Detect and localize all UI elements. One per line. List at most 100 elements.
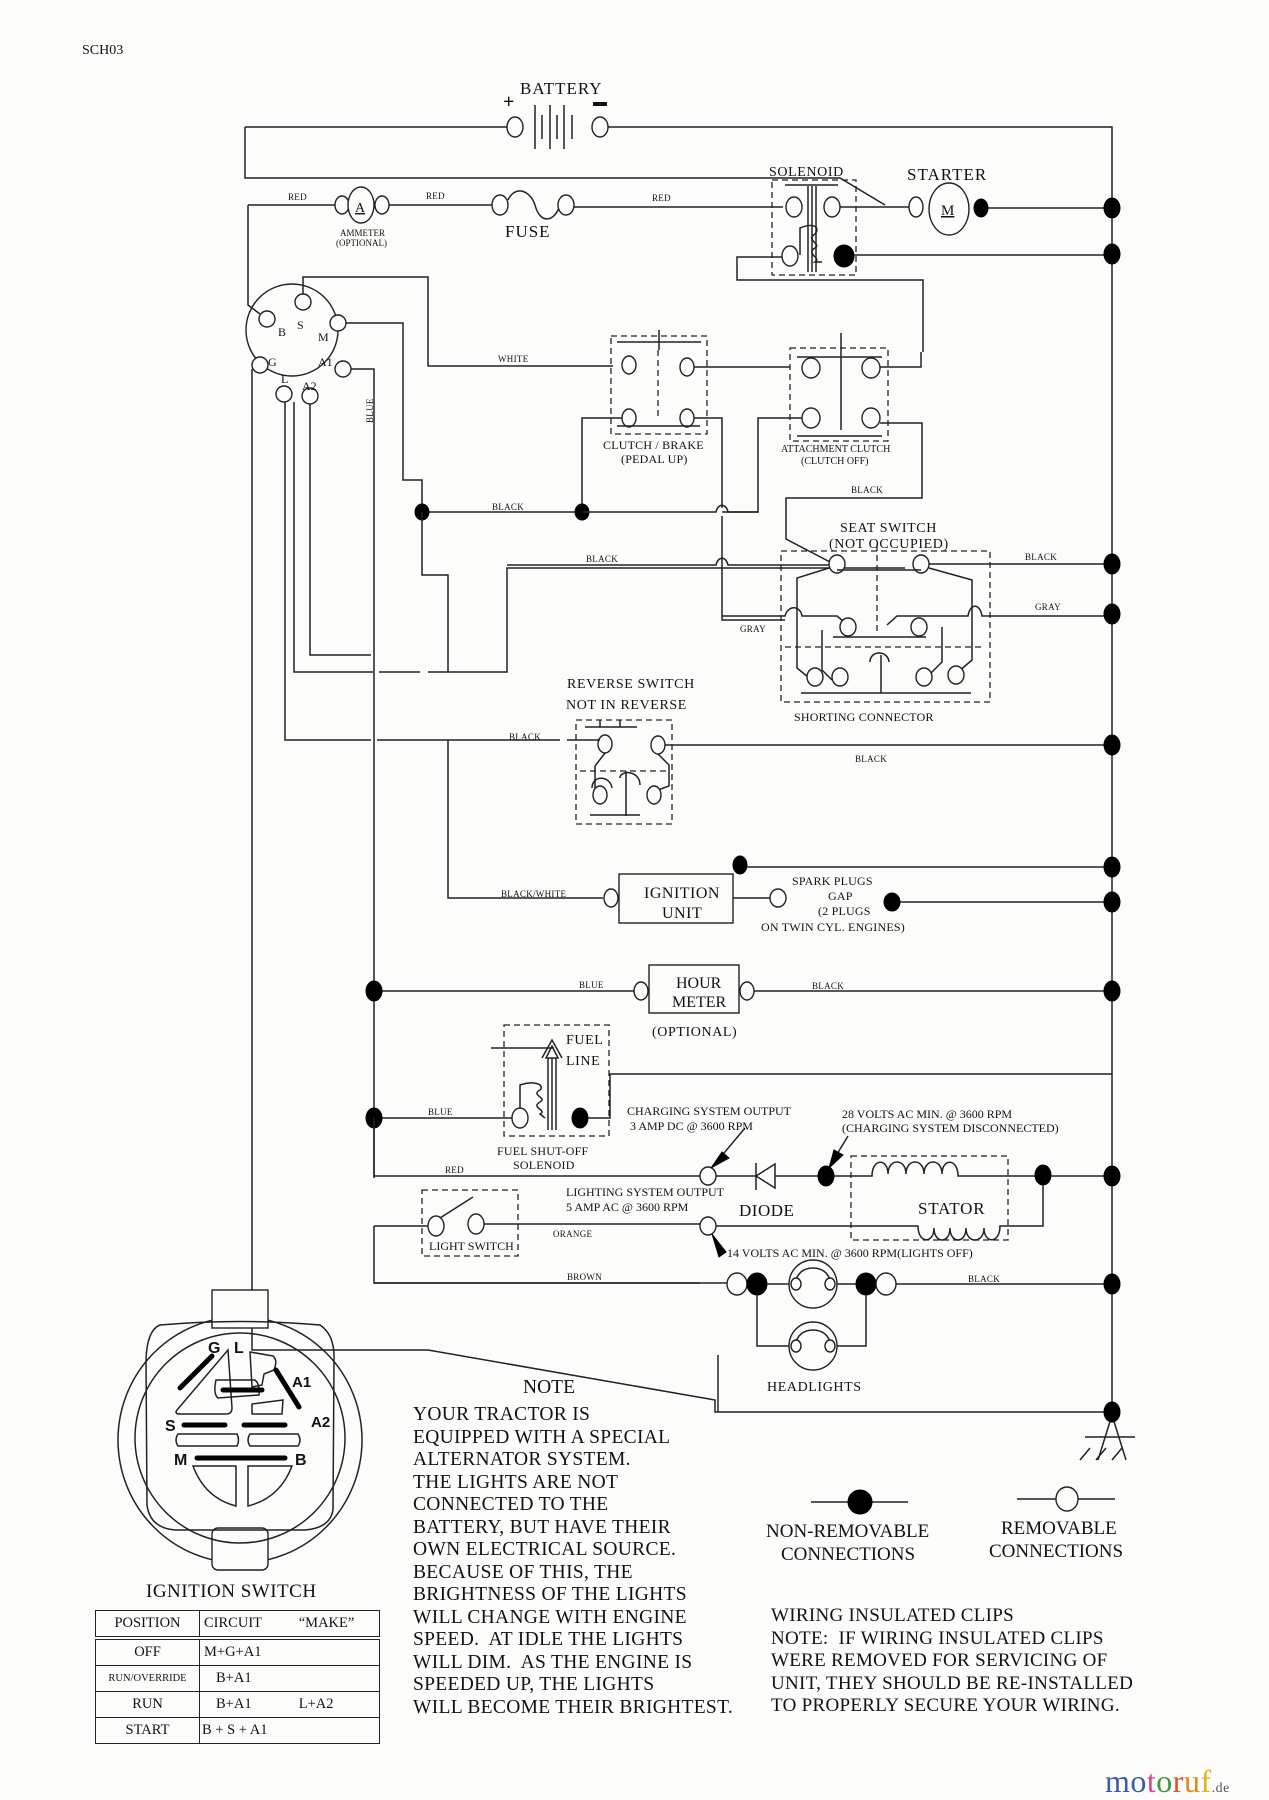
attachment-clutch-switch: ATTACHMENT CLUTCH (CLUTCH OFF) BLACK: [722, 333, 923, 563]
light-switch: LIGHT SWITCH ORANGE LIGHTING SYSTEM OUTP…: [373, 1185, 973, 1284]
svg-text:RED: RED: [652, 193, 671, 203]
clips-note: WIRING INSULATED CLIPS NOTE: IF WIRING I…: [771, 1605, 1134, 1716]
headlights-label: HEADLIGHTS: [767, 1380, 862, 1395]
table-header-row: POSITION CIRCUIT “MAKE”: [95, 1610, 380, 1639]
seat-switch: SEAT SWITCH (NOT OCCUPIED) BLACK GRAY GR…: [722, 521, 1121, 724]
svg-text:FUEL: FUEL: [566, 1033, 603, 1048]
logo-letter: u: [1183, 1763, 1201, 1799]
svg-text:(2 PLUGS: (2 PLUGS: [818, 904, 871, 918]
ammeter: RED A AMMETER (OPTIONAL) RED: [248, 186, 493, 248]
header-position: POSITION: [95, 1610, 200, 1639]
starter-label: STARTER: [907, 165, 987, 184]
svg-text:RED: RED: [426, 191, 445, 201]
svg-text:NON-REMOVABLE: NON-REMOVABLE: [766, 1521, 929, 1542]
svg-text:A2: A2: [302, 379, 317, 393]
table-row: RUN/OVERRIDE B+A1: [95, 1665, 380, 1692]
table-row: RUN B+A1 L+A2: [95, 1691, 380, 1718]
table-row: START B + S + A1: [95, 1717, 380, 1744]
svg-text:GRAY: GRAY: [1035, 602, 1061, 612]
diode-label: DIODE: [739, 1201, 794, 1220]
logo-letter: f: [1200, 1763, 1212, 1799]
svg-text:BLACK: BLACK: [855, 754, 887, 764]
solenoid-label: SOLENOID: [769, 165, 844, 180]
svg-text:BLUE: BLUE: [365, 398, 375, 423]
ammeter-symbol: A: [355, 201, 366, 216]
ignition-switch-terminals: B S M G A1 L A2: [245, 283, 352, 405]
seat-switch-label: SEAT SWITCH: [840, 521, 937, 536]
svg-text:LIGHTING SYSTEM OUTPUT: LIGHTING SYSTEM OUTPUT: [566, 1185, 725, 1199]
svg-text:(NOT OCCUPIED): (NOT OCCUPIED): [829, 537, 949, 552]
logo-letter: m: [1105, 1763, 1131, 1799]
svg-text:S: S: [165, 1418, 176, 1435]
svg-text:CONNECTIONS: CONNECTIONS: [989, 1541, 1123, 1562]
svg-text:ON TWIN CYL. ENGINES): ON TWIN CYL. ENGINES): [761, 920, 905, 934]
fuse: FUSE RED: [491, 190, 783, 241]
svg-text:LINE: LINE: [566, 1054, 600, 1069]
clutch-brake-label: CLUTCH / BRAKE: [603, 438, 704, 452]
headlights: BROWN BLACK HEADLIGHTS: [374, 1259, 1121, 1423]
table-row: OFF M+G+A1: [95, 1637, 380, 1666]
reverse-switch-label: REVERSE SWITCH: [567, 677, 695, 692]
svg-text:BLACK: BLACK: [509, 732, 541, 742]
svg-text:BROWN: BROWN: [567, 1272, 602, 1282]
svg-text:BLACK: BLACK: [851, 485, 883, 495]
svg-text:(PEDAL UP): (PEDAL UP): [621, 452, 688, 466]
svg-text:B: B: [278, 325, 286, 339]
battery-label: BATTERY: [520, 79, 603, 98]
svg-text:FUEL SHUT-OFF: FUEL SHUT-OFF: [497, 1144, 589, 1158]
battery-minus-icon: [593, 102, 607, 106]
svg-text:BLACK: BLACK: [812, 981, 844, 991]
battery-neg-terminal: [591, 116, 609, 138]
attachment-clutch-label: ATTACHMENT CLUTCH: [781, 444, 890, 455]
svg-text:METER: METER: [672, 994, 727, 1011]
svg-text:L: L: [234, 1340, 244, 1357]
svg-text:A2: A2: [311, 1414, 330, 1431]
svg-text:GRAY: GRAY: [740, 624, 766, 634]
battery-plus-icon: +: [503, 91, 514, 113]
svg-text:SOLENOID: SOLENOID: [513, 1158, 575, 1172]
non-removable-connection-icon: [847, 1489, 873, 1515]
svg-text:5 AMP AC @ 3600 RPM: 5 AMP AC @ 3600 RPM: [566, 1200, 689, 1214]
svg-text:WHITE: WHITE: [498, 354, 529, 364]
shorting-connector-label: SHORTING CONNECTOR: [794, 710, 934, 724]
hour-meter: BLUE HOUR METER BLACK (OPTIONAL): [365, 964, 1121, 1040]
logo-suffix: .de: [1211, 1781, 1230, 1796]
svg-text:BLACK: BLACK: [492, 502, 524, 512]
legend: NON-REMOVABLE CONNECTIONS REMOVABLE CONN…: [766, 1486, 1123, 1565]
fuse-label: FUSE: [505, 222, 551, 241]
svg-text:L: L: [281, 372, 288, 386]
logo-letter: o: [1156, 1763, 1173, 1799]
svg-text:HOUR: HOUR: [676, 975, 722, 992]
header-make: “MAKE”: [294, 1610, 380, 1639]
svg-text:GAP: GAP: [828, 889, 853, 903]
svg-text:BLACK: BLACK: [968, 1274, 1000, 1284]
svg-text:BLACK: BLACK: [586, 554, 618, 564]
logo-letter: t: [1146, 1763, 1157, 1799]
note-title: NOTE: [523, 1377, 575, 1398]
starter-motor: STARTER M: [907, 165, 1121, 265]
svg-text:BLUE: BLUE: [428, 1107, 453, 1117]
reverse-switch: REVERSE SWITCH NOT IN REVERSE BLACK BLAC…: [509, 677, 1121, 825]
header-circuit: CIRCUIT: [198, 1610, 295, 1639]
svg-text:UNIT: UNIT: [662, 905, 702, 922]
svg-text:(CLUTCH OFF): (CLUTCH OFF): [801, 456, 869, 467]
clutch-brake-switch: CLUTCH / BRAKE (PEDAL UP): [581, 330, 790, 621]
svg-text:S: S: [297, 318, 304, 332]
svg-text:A1: A1: [318, 355, 333, 369]
removable-connection-icon: [1055, 1486, 1079, 1512]
svg-text:A1: A1: [292, 1374, 311, 1391]
svg-text:ORANGE: ORANGE: [553, 1229, 593, 1239]
svg-text:BLACK: BLACK: [1025, 552, 1057, 562]
note-body: YOUR TRACTOR IS EQUIPPED WITH A SPECIAL …: [413, 1404, 734, 1718]
svg-text:G: G: [268, 355, 277, 369]
starter-symbol: M: [941, 203, 954, 219]
ground-bus: [1079, 130, 1135, 1461]
ignition-switch-face: G L A1 A2 S M B: [117, 1289, 363, 1571]
charging-system: RED CHARGING SYSTEM OUTPUT 3 AMP DC @ 36…: [373, 1104, 1121, 1241]
ignition-switch-title: IGNITION SWITCH: [146, 1581, 317, 1602]
svg-text:LIGHT SWITCH: LIGHT SWITCH: [429, 1239, 514, 1253]
doc-id: SCH03: [82, 43, 124, 58]
logo-letter: o: [1130, 1763, 1147, 1799]
svg-text:AMMETER: AMMETER: [340, 228, 385, 238]
